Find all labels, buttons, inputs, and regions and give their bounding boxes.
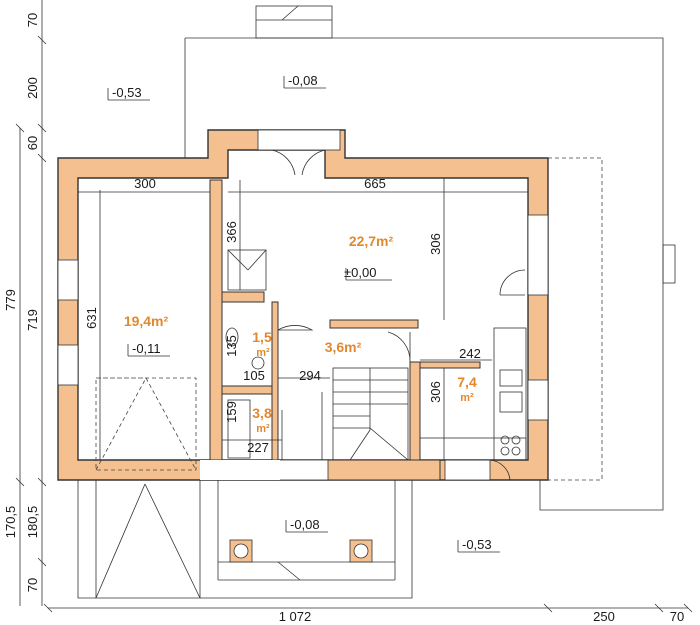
chimney-diag bbox=[281, 5, 299, 21]
interior-dimension-lines bbox=[78, 178, 528, 460]
dim-left-70-bottom: 70 bbox=[25, 578, 40, 592]
wall-wc-right bbox=[271, 301, 279, 461]
terrace bbox=[77, 480, 413, 599]
window-garage bbox=[57, 259, 79, 301]
dim-hall-366: 366 bbox=[224, 221, 239, 243]
door-living bbox=[499, 269, 526, 296]
roof-outline bbox=[185, 37, 664, 511]
level-living: ±0,00 bbox=[344, 265, 376, 280]
wall-wc-top bbox=[221, 291, 265, 303]
wall-kitchen bbox=[409, 361, 421, 461]
room-area-wc-unit: m² bbox=[256, 347, 270, 359]
sanitary-fixtures bbox=[225, 249, 267, 459]
level-garage: -0,11 bbox=[132, 341, 161, 356]
terrace-columns bbox=[229, 539, 373, 563]
wall-wc-bath bbox=[221, 385, 273, 395]
door-top-right bbox=[301, 149, 326, 176]
dim-left-70-top: 70 bbox=[25, 13, 40, 27]
exterior-wall bbox=[57, 129, 549, 481]
room-area-bath: 3,8 bbox=[252, 405, 272, 421]
level-markers bbox=[107, 76, 500, 553]
room-area-living: 22,7m² bbox=[349, 233, 394, 249]
dim-right-250: 250 bbox=[593, 609, 615, 624]
door-bottom bbox=[489, 459, 511, 481]
dim-left-60: 60 bbox=[25, 136, 40, 150]
chimney-right bbox=[662, 244, 676, 284]
dim-living-665: 665 bbox=[364, 176, 386, 191]
dim-right-70: 70 bbox=[670, 609, 684, 624]
dim-living-306: 306 bbox=[428, 233, 443, 255]
dim-bath-159: 159 bbox=[224, 401, 239, 423]
room-area-hall: 3,6m² bbox=[325, 339, 362, 355]
wall-garage bbox=[209, 179, 223, 461]
window-bottom bbox=[444, 459, 491, 481]
chimney-top bbox=[255, 5, 333, 39]
window-living bbox=[527, 214, 549, 296]
level-top-center: -0,08 bbox=[288, 73, 318, 88]
level-terrace: -0,08 bbox=[290, 517, 320, 532]
dim-kitchen-242: 242 bbox=[459, 346, 481, 361]
dim-kitchen-306: 306 bbox=[428, 381, 443, 403]
room-area-wc: 1,5 bbox=[252, 329, 272, 345]
door-wc bbox=[277, 325, 314, 331]
dim-garage-631: 631 bbox=[84, 307, 99, 329]
window-garage-2 bbox=[57, 344, 79, 386]
door-top-left bbox=[271, 149, 296, 176]
window-kitchen bbox=[527, 379, 549, 421]
kitchen-units bbox=[419, 327, 527, 461]
room-area-garage: 19,4m² bbox=[124, 313, 169, 329]
exterior-dimension-lines bbox=[15, 0, 693, 613]
dim-left-779: 779 bbox=[3, 289, 18, 311]
wall-hall-beam bbox=[329, 319, 419, 329]
dim-wc-135: 135 bbox=[224, 335, 239, 357]
dim-overall-width: 1 072 bbox=[279, 609, 312, 624]
wall-kitchen-top bbox=[419, 361, 481, 369]
window-top bbox=[257, 129, 341, 151]
entry-door-opening bbox=[277, 459, 329, 481]
level-bottom-right: -0,53 bbox=[462, 537, 492, 552]
overhang-right bbox=[548, 157, 603, 481]
stairs bbox=[332, 367, 409, 461]
door-kitchen bbox=[387, 331, 411, 363]
level-top-left: -0,53 bbox=[112, 85, 142, 100]
dim-hall-294: 294 bbox=[299, 368, 321, 383]
dim-left-180-5: 180,5 bbox=[25, 506, 40, 539]
room-area-kitchen-unit: m² bbox=[460, 392, 474, 404]
dim-left-719: 719 bbox=[25, 309, 40, 331]
dim-bath-227: 227 bbox=[247, 440, 269, 455]
dim-left-170-5: 170,5 bbox=[3, 506, 18, 539]
room-area-kitchen: 7,4 bbox=[457, 374, 477, 390]
garage-car bbox=[95, 377, 197, 471]
garage-door-opening bbox=[200, 460, 280, 480]
dim-wc-105: 105 bbox=[243, 368, 265, 383]
garage-car-diag bbox=[95, 377, 147, 471]
dim-left-200: 200 bbox=[25, 77, 40, 99]
room-area-bath-unit: m² bbox=[256, 423, 270, 435]
wall-bottom-mid bbox=[324, 459, 441, 481]
dim-garage-300: 300 bbox=[134, 176, 156, 191]
